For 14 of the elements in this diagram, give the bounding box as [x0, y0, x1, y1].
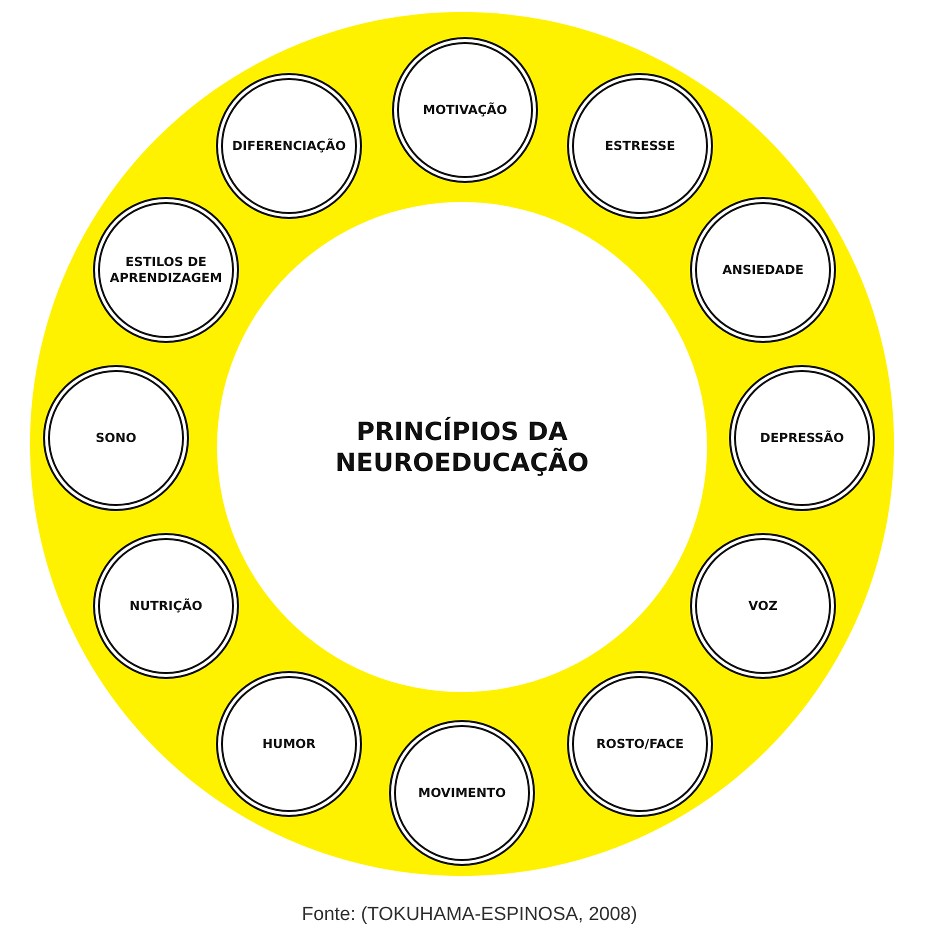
- principle-label: ESTRESSE: [604, 138, 676, 154]
- center-title: PRINCÍPIOS DA NEUROEDUCAÇÃO: [334, 416, 590, 478]
- principle-label: MOTIVAÇÃO: [422, 102, 508, 118]
- principle-label: ESTILOS DE APRENDIZAGEM: [108, 254, 224, 286]
- principle-label: HUMOR: [261, 736, 317, 752]
- principle-label: ANSIEDADE: [721, 262, 805, 278]
- source-caption: Fonte: (TOKUHAMA-ESPINOSA, 2008): [300, 904, 638, 926]
- principle-label: SONO: [94, 430, 138, 446]
- principle-label: VOZ: [747, 598, 779, 614]
- principle-label: NUTRIÇÃO: [128, 598, 204, 614]
- principle-label: DEPRESSÃO: [759, 430, 845, 446]
- principle-label: DIFERENCIAÇÃO: [231, 138, 347, 154]
- principle-label: ROSTO/FACE: [595, 736, 685, 752]
- principle-label: MOVIMENTO: [417, 785, 507, 801]
